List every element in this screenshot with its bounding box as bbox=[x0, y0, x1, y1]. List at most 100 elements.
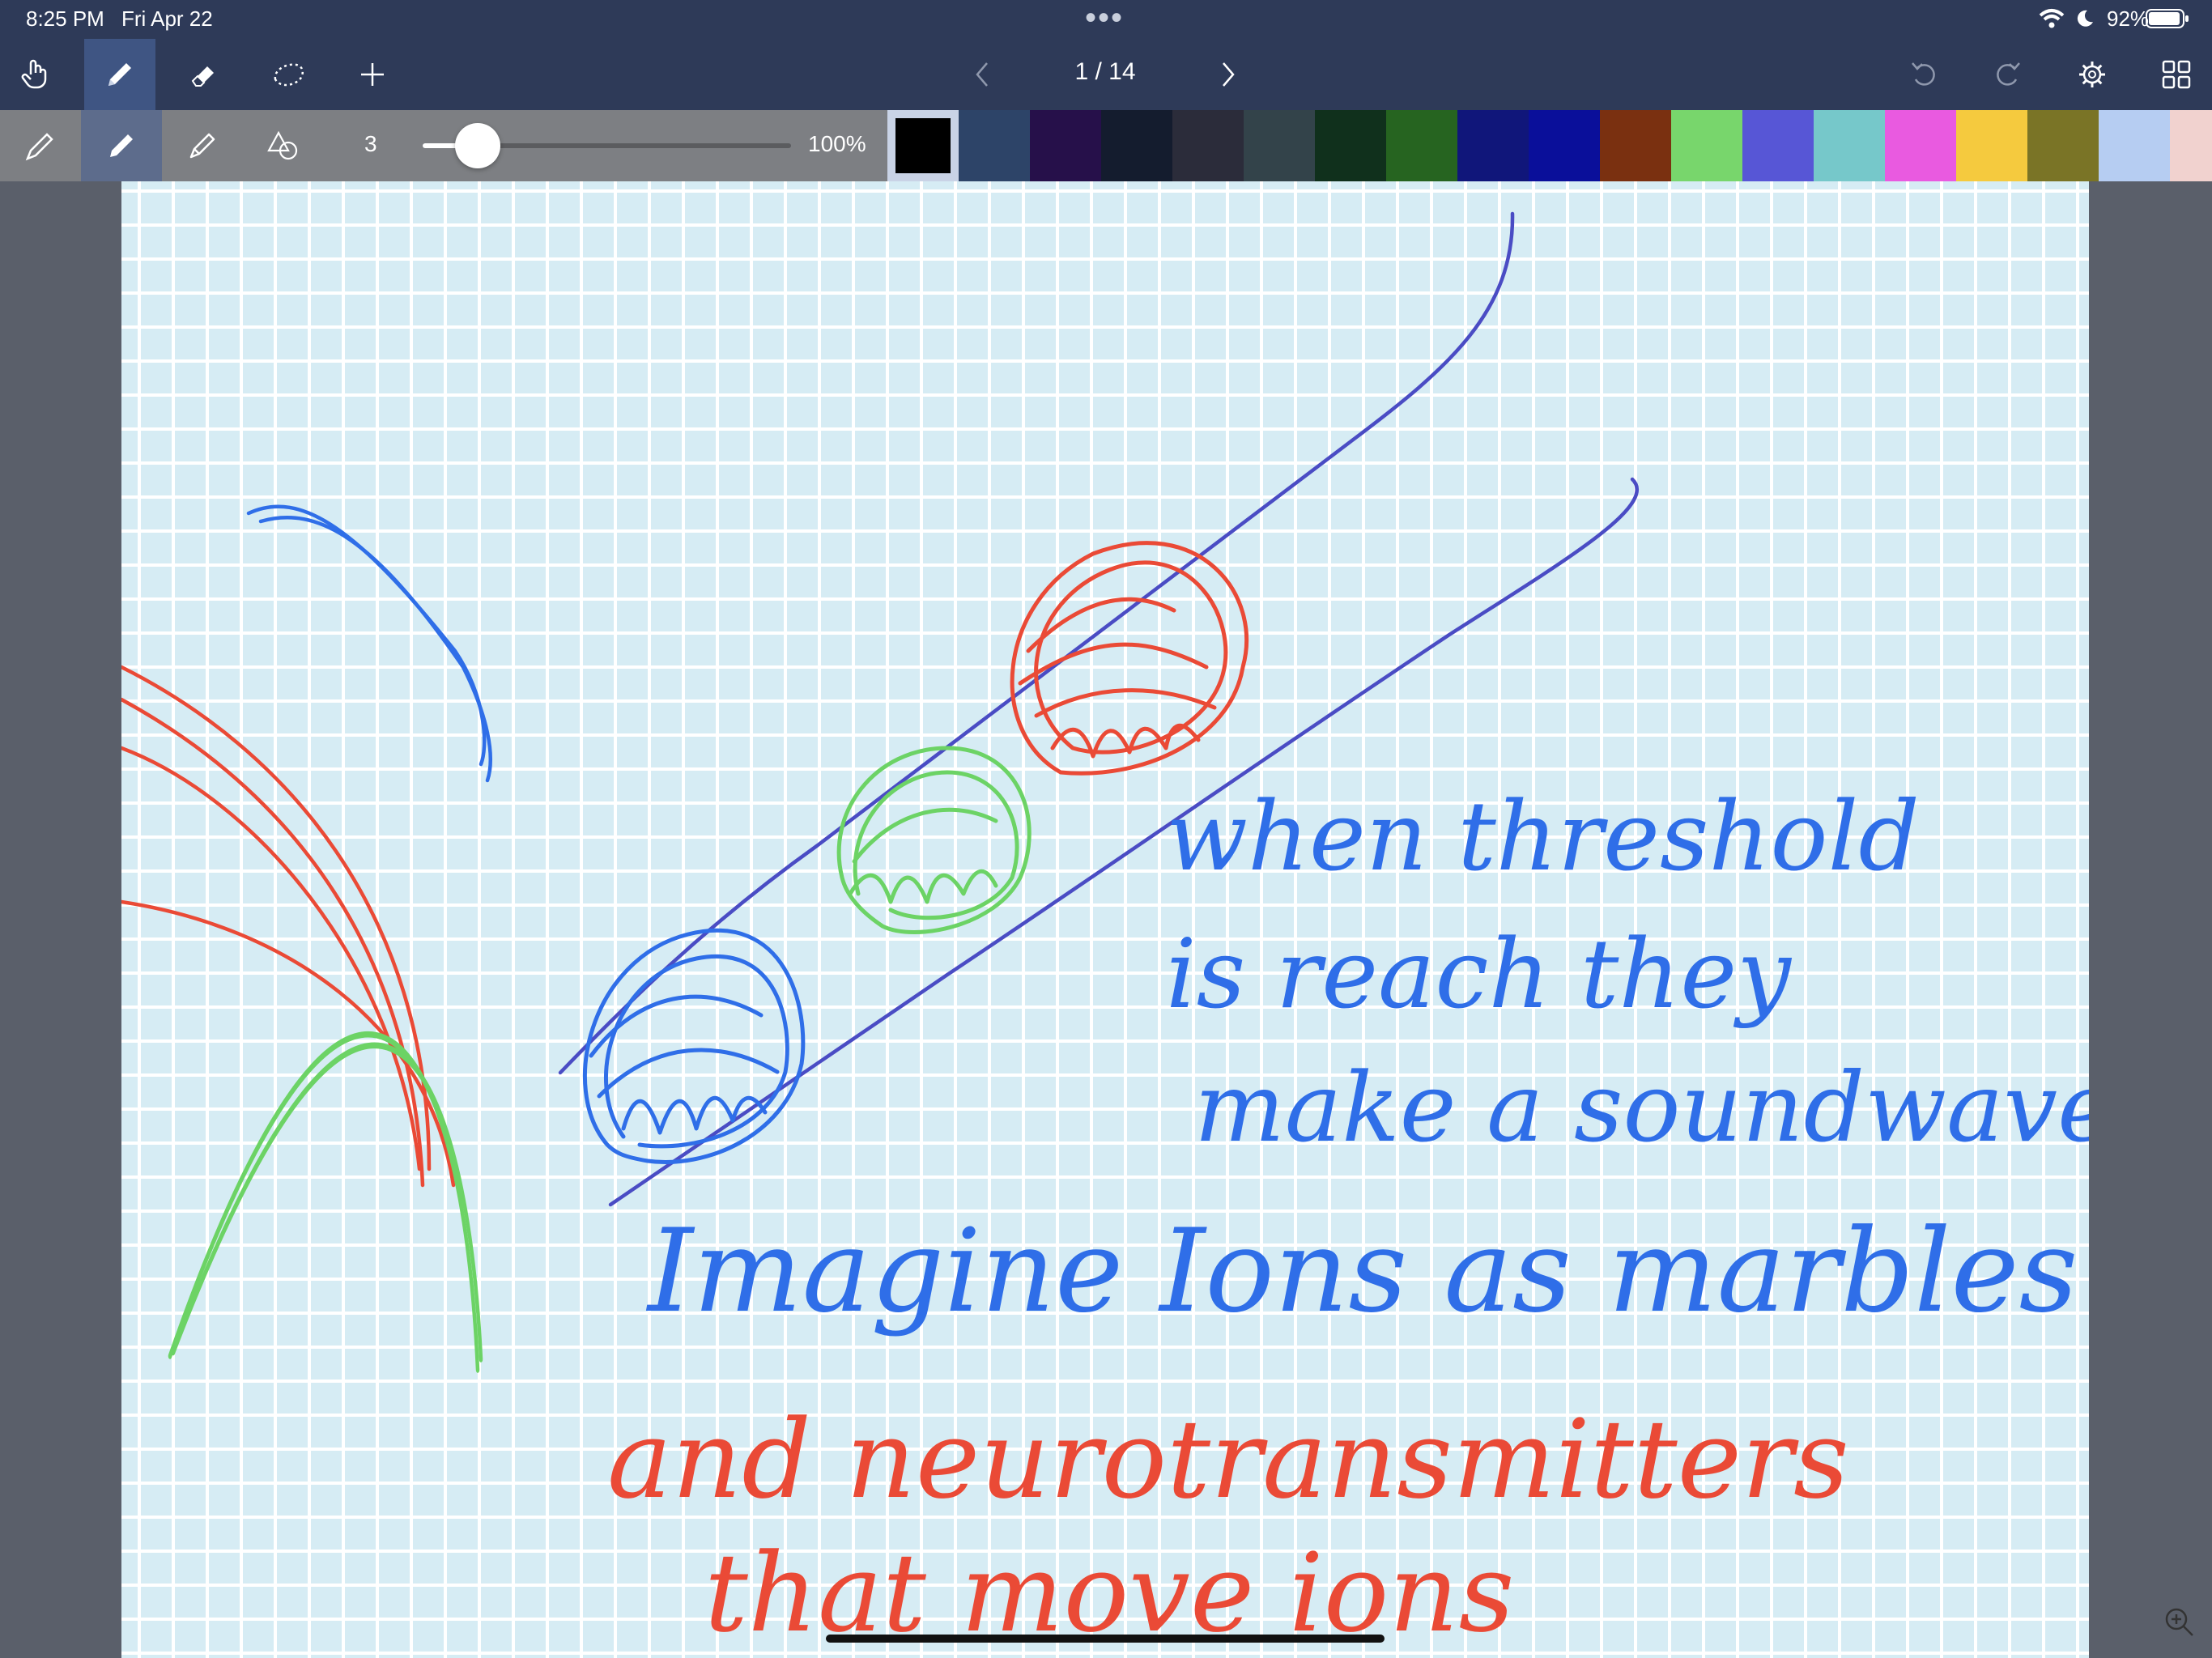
green-curve-2 bbox=[171, 1042, 483, 1363]
eraser-tool-button[interactable] bbox=[168, 39, 240, 110]
curved-strokes bbox=[121, 504, 492, 1373]
red-curve-3 bbox=[121, 746, 422, 1171]
settings-button[interactable] bbox=[2057, 39, 2128, 110]
slider-fill bbox=[423, 143, 478, 148]
color-swatch[interactable] bbox=[1814, 110, 1885, 181]
tube-line-bottom bbox=[608, 477, 1640, 1207]
page-overview-button[interactable] bbox=[2141, 39, 2212, 110]
opacity-value: 100% bbox=[808, 131, 866, 156]
fountain-pen-icon bbox=[25, 133, 53, 161]
lasso-icon bbox=[274, 63, 304, 87]
green-marble-outline bbox=[836, 746, 1032, 934]
color-swatch[interactable] bbox=[2027, 110, 2099, 181]
color-palette bbox=[887, 110, 2212, 181]
color-swatch[interactable] bbox=[2170, 110, 2212, 181]
do-not-disturb-icon bbox=[2074, 8, 2095, 33]
green-marble bbox=[836, 746, 1032, 934]
blue-marble-outline bbox=[582, 928, 806, 1164]
color-swatch[interactable] bbox=[1386, 110, 1457, 181]
color-swatch[interactable] bbox=[1671, 110, 1742, 181]
tube-line-top bbox=[558, 211, 1515, 1075]
redo-button[interactable] bbox=[1972, 39, 2044, 110]
hand-tool-button[interactable] bbox=[0, 39, 71, 110]
blue-marble-scribble bbox=[589, 994, 780, 1135]
note-line-4: Imagine Ions as marbles bbox=[645, 1205, 2078, 1338]
zoom-button[interactable] bbox=[2162, 1605, 2197, 1644]
color-swatch[interactable] bbox=[1101, 110, 1172, 181]
color-swatch[interactable] bbox=[1885, 110, 1956, 181]
tube-drawing bbox=[558, 211, 1640, 1207]
chevron-right-icon bbox=[1223, 62, 1235, 87]
status-bar: 8:25 PM Fri Apr 22 ••• 92% bbox=[0, 0, 2212, 39]
undo-button[interactable] bbox=[1888, 39, 1959, 110]
color-swatch[interactable] bbox=[1742, 110, 1814, 181]
shape-tool-button[interactable] bbox=[243, 110, 324, 181]
selected-color-fill bbox=[895, 118, 951, 173]
fountain-pen-button[interactable] bbox=[0, 110, 81, 181]
slider-thumb[interactable] bbox=[455, 123, 500, 168]
handwriting-layer: when threshold is reach they make a soun… bbox=[121, 211, 2089, 1656]
color-swatch[interactable] bbox=[2099, 110, 2170, 181]
chevron-left-icon bbox=[976, 62, 988, 87]
blue-curve-1 bbox=[246, 504, 487, 767]
note-line-5: and neurotransmitters bbox=[607, 1397, 1849, 1523]
blue-marble bbox=[582, 928, 806, 1164]
page-indicator[interactable]: 1 / 14 bbox=[1074, 58, 1136, 85]
battery-percent: 92% bbox=[2107, 6, 2150, 31]
handwritten-notes: when threshold is reach they make a soun… bbox=[607, 780, 2089, 1656]
pen-size-slider[interactable] bbox=[423, 123, 791, 168]
home-indicator[interactable] bbox=[826, 1635, 1385, 1643]
color-swatch[interactable] bbox=[887, 110, 959, 181]
color-swatch[interactable] bbox=[1529, 110, 1600, 181]
red-marble-outline bbox=[1010, 541, 1249, 776]
grid-icon bbox=[2162, 60, 2191, 89]
note-line-2: is reach they bbox=[1166, 918, 1792, 1030]
color-swatch[interactable] bbox=[1315, 110, 1386, 181]
ballpoint-pen-icon bbox=[110, 134, 133, 157]
pen-options-toolbar: 3 100% bbox=[0, 110, 2212, 181]
note-line-1: when threshold bbox=[1166, 780, 1920, 892]
color-swatch[interactable] bbox=[1600, 110, 1671, 181]
redo-icon bbox=[1997, 62, 2020, 86]
blue-curve-2 bbox=[258, 516, 492, 783]
main-toolbar: 1 / 14 bbox=[0, 39, 2212, 110]
status-time: 8:25 PM bbox=[26, 6, 104, 31]
gear-icon bbox=[2079, 62, 2105, 87]
highlighter-button[interactable] bbox=[162, 110, 243, 181]
color-swatch[interactable] bbox=[1172, 110, 1244, 181]
lasso-tool-button[interactable] bbox=[253, 39, 324, 110]
wifi-icon bbox=[2039, 8, 2065, 33]
ballpoint-pen-button[interactable] bbox=[81, 110, 162, 181]
zoom-in-icon bbox=[2165, 1608, 2193, 1636]
battery-icon bbox=[2146, 8, 2191, 33]
blue-marble-outline-2 bbox=[604, 954, 789, 1149]
add-button[interactable] bbox=[337, 39, 408, 110]
shapes-icon bbox=[267, 130, 298, 160]
color-swatch[interactable] bbox=[959, 110, 1030, 181]
hand-icon bbox=[21, 59, 47, 89]
red-marble bbox=[1010, 541, 1249, 776]
color-swatch[interactable] bbox=[1457, 110, 1529, 181]
red-curve-4 bbox=[121, 899, 456, 1188]
color-swatch[interactable] bbox=[1244, 110, 1315, 181]
color-swatch[interactable] bbox=[1956, 110, 2027, 181]
pen-size-value: 3 bbox=[364, 131, 377, 156]
next-page-button[interactable] bbox=[1192, 39, 1263, 110]
status-date: Fri Apr 22 bbox=[121, 6, 213, 31]
red-curve-1 bbox=[121, 665, 432, 1171]
green-marble-outline-2 bbox=[853, 770, 1019, 920]
pen-tool-button[interactable] bbox=[84, 39, 155, 110]
color-swatch[interactable] bbox=[1030, 110, 1101, 181]
red-curve-2 bbox=[121, 697, 425, 1188]
note-line-3: make a soundwave bbox=[1194, 1052, 2089, 1163]
eraser-icon bbox=[191, 66, 214, 87]
previous-page-button[interactable] bbox=[947, 39, 1019, 110]
green-marble-scribble bbox=[848, 807, 998, 904]
pen-icon bbox=[108, 63, 131, 86]
red-marble-scribble bbox=[1018, 597, 1217, 759]
undo-icon bbox=[1912, 62, 1935, 86]
note-canvas[interactable]: when threshold is reach they make a soun… bbox=[121, 181, 2089, 1658]
multitasking-dots-icon[interactable]: ••• bbox=[1085, 0, 1125, 36]
highlighter-icon bbox=[189, 133, 215, 159]
plus-icon bbox=[361, 63, 384, 86]
